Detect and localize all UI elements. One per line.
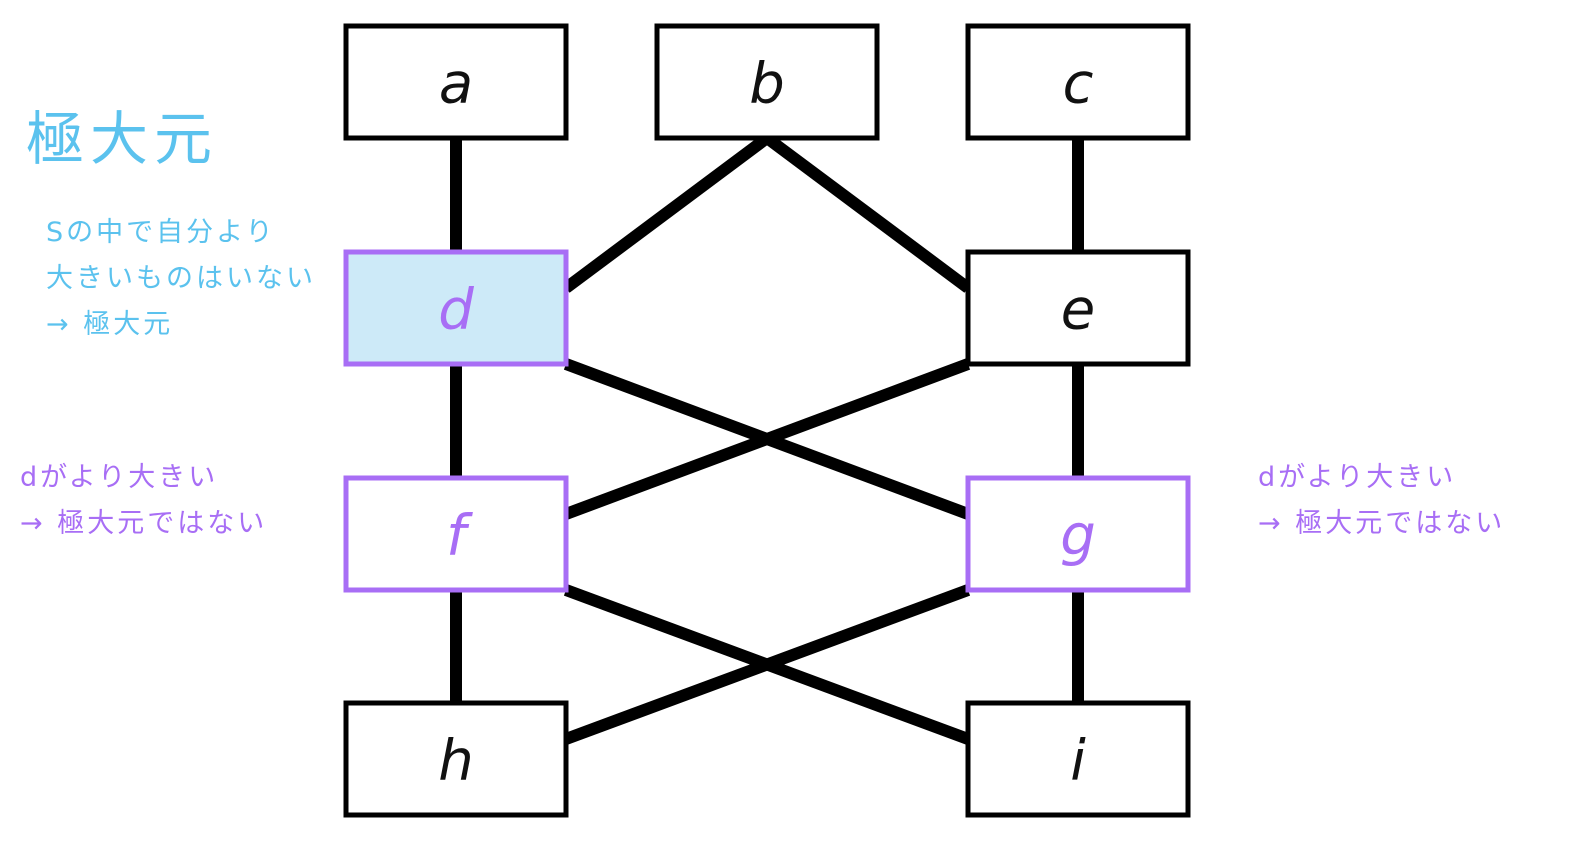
node-a: a bbox=[343, 23, 569, 141]
edge-g-h bbox=[563, 584, 971, 745]
node-label-b: b bbox=[749, 52, 785, 117]
node-box-a bbox=[343, 23, 569, 141]
note-d-maximal: Sの中で自分より 大きいものはいない → 極大元 bbox=[46, 210, 316, 348]
node-h: h bbox=[343, 700, 569, 818]
nodes-layer: a b c d e f g h i bbox=[343, 23, 1191, 818]
node-f: f bbox=[343, 475, 569, 593]
node-i: i bbox=[965, 700, 1191, 818]
note-f-line-2: → 極大元ではない bbox=[20, 508, 268, 539]
node-box-g bbox=[965, 475, 1191, 593]
node-label-c: c bbox=[1063, 52, 1094, 117]
node-label-h: h bbox=[438, 729, 474, 794]
node-box-d bbox=[343, 249, 569, 367]
node-g: g bbox=[965, 475, 1191, 593]
edge-e-f bbox=[563, 358, 971, 520]
node-c: c bbox=[965, 23, 1191, 141]
title-maximal-element: 極大元 bbox=[26, 105, 219, 173]
node-box-f bbox=[343, 475, 569, 593]
edge-b-e bbox=[763, 133, 972, 293]
edges-layer bbox=[450, 133, 1084, 745]
note-g-line-1: dがより大きい bbox=[1258, 462, 1457, 493]
note-g-line-2: → 極大元ではない bbox=[1258, 508, 1506, 539]
note-d-line-1: Sの中で自分より bbox=[46, 217, 276, 248]
node-box-c bbox=[965, 23, 1191, 141]
node-label-e: e bbox=[1061, 278, 1095, 343]
node-box-b bbox=[654, 23, 880, 141]
node-e: e bbox=[965, 249, 1191, 367]
note-f-not-maximal: dがより大きい → 極大元ではない bbox=[20, 455, 267, 547]
note-f-line-1: dがより大きい bbox=[20, 462, 219, 493]
node-label-g: g bbox=[1060, 504, 1096, 569]
node-box-i bbox=[965, 700, 1191, 818]
node-label-a: a bbox=[439, 52, 473, 117]
note-d-line-2: 大きいものはいない bbox=[46, 263, 316, 294]
note-g-not-maximal: dがより大きい → 極大元ではない bbox=[1258, 455, 1505, 547]
edge-b-d bbox=[562, 133, 771, 293]
node-d: d bbox=[343, 249, 569, 367]
node-box-h bbox=[343, 700, 569, 818]
node-label-i: i bbox=[1070, 729, 1086, 794]
node-box-e bbox=[965, 249, 1191, 367]
node-label-d: d bbox=[438, 278, 474, 343]
note-d-line-3: → 極大元 bbox=[46, 309, 174, 340]
node-b: b bbox=[654, 23, 880, 141]
